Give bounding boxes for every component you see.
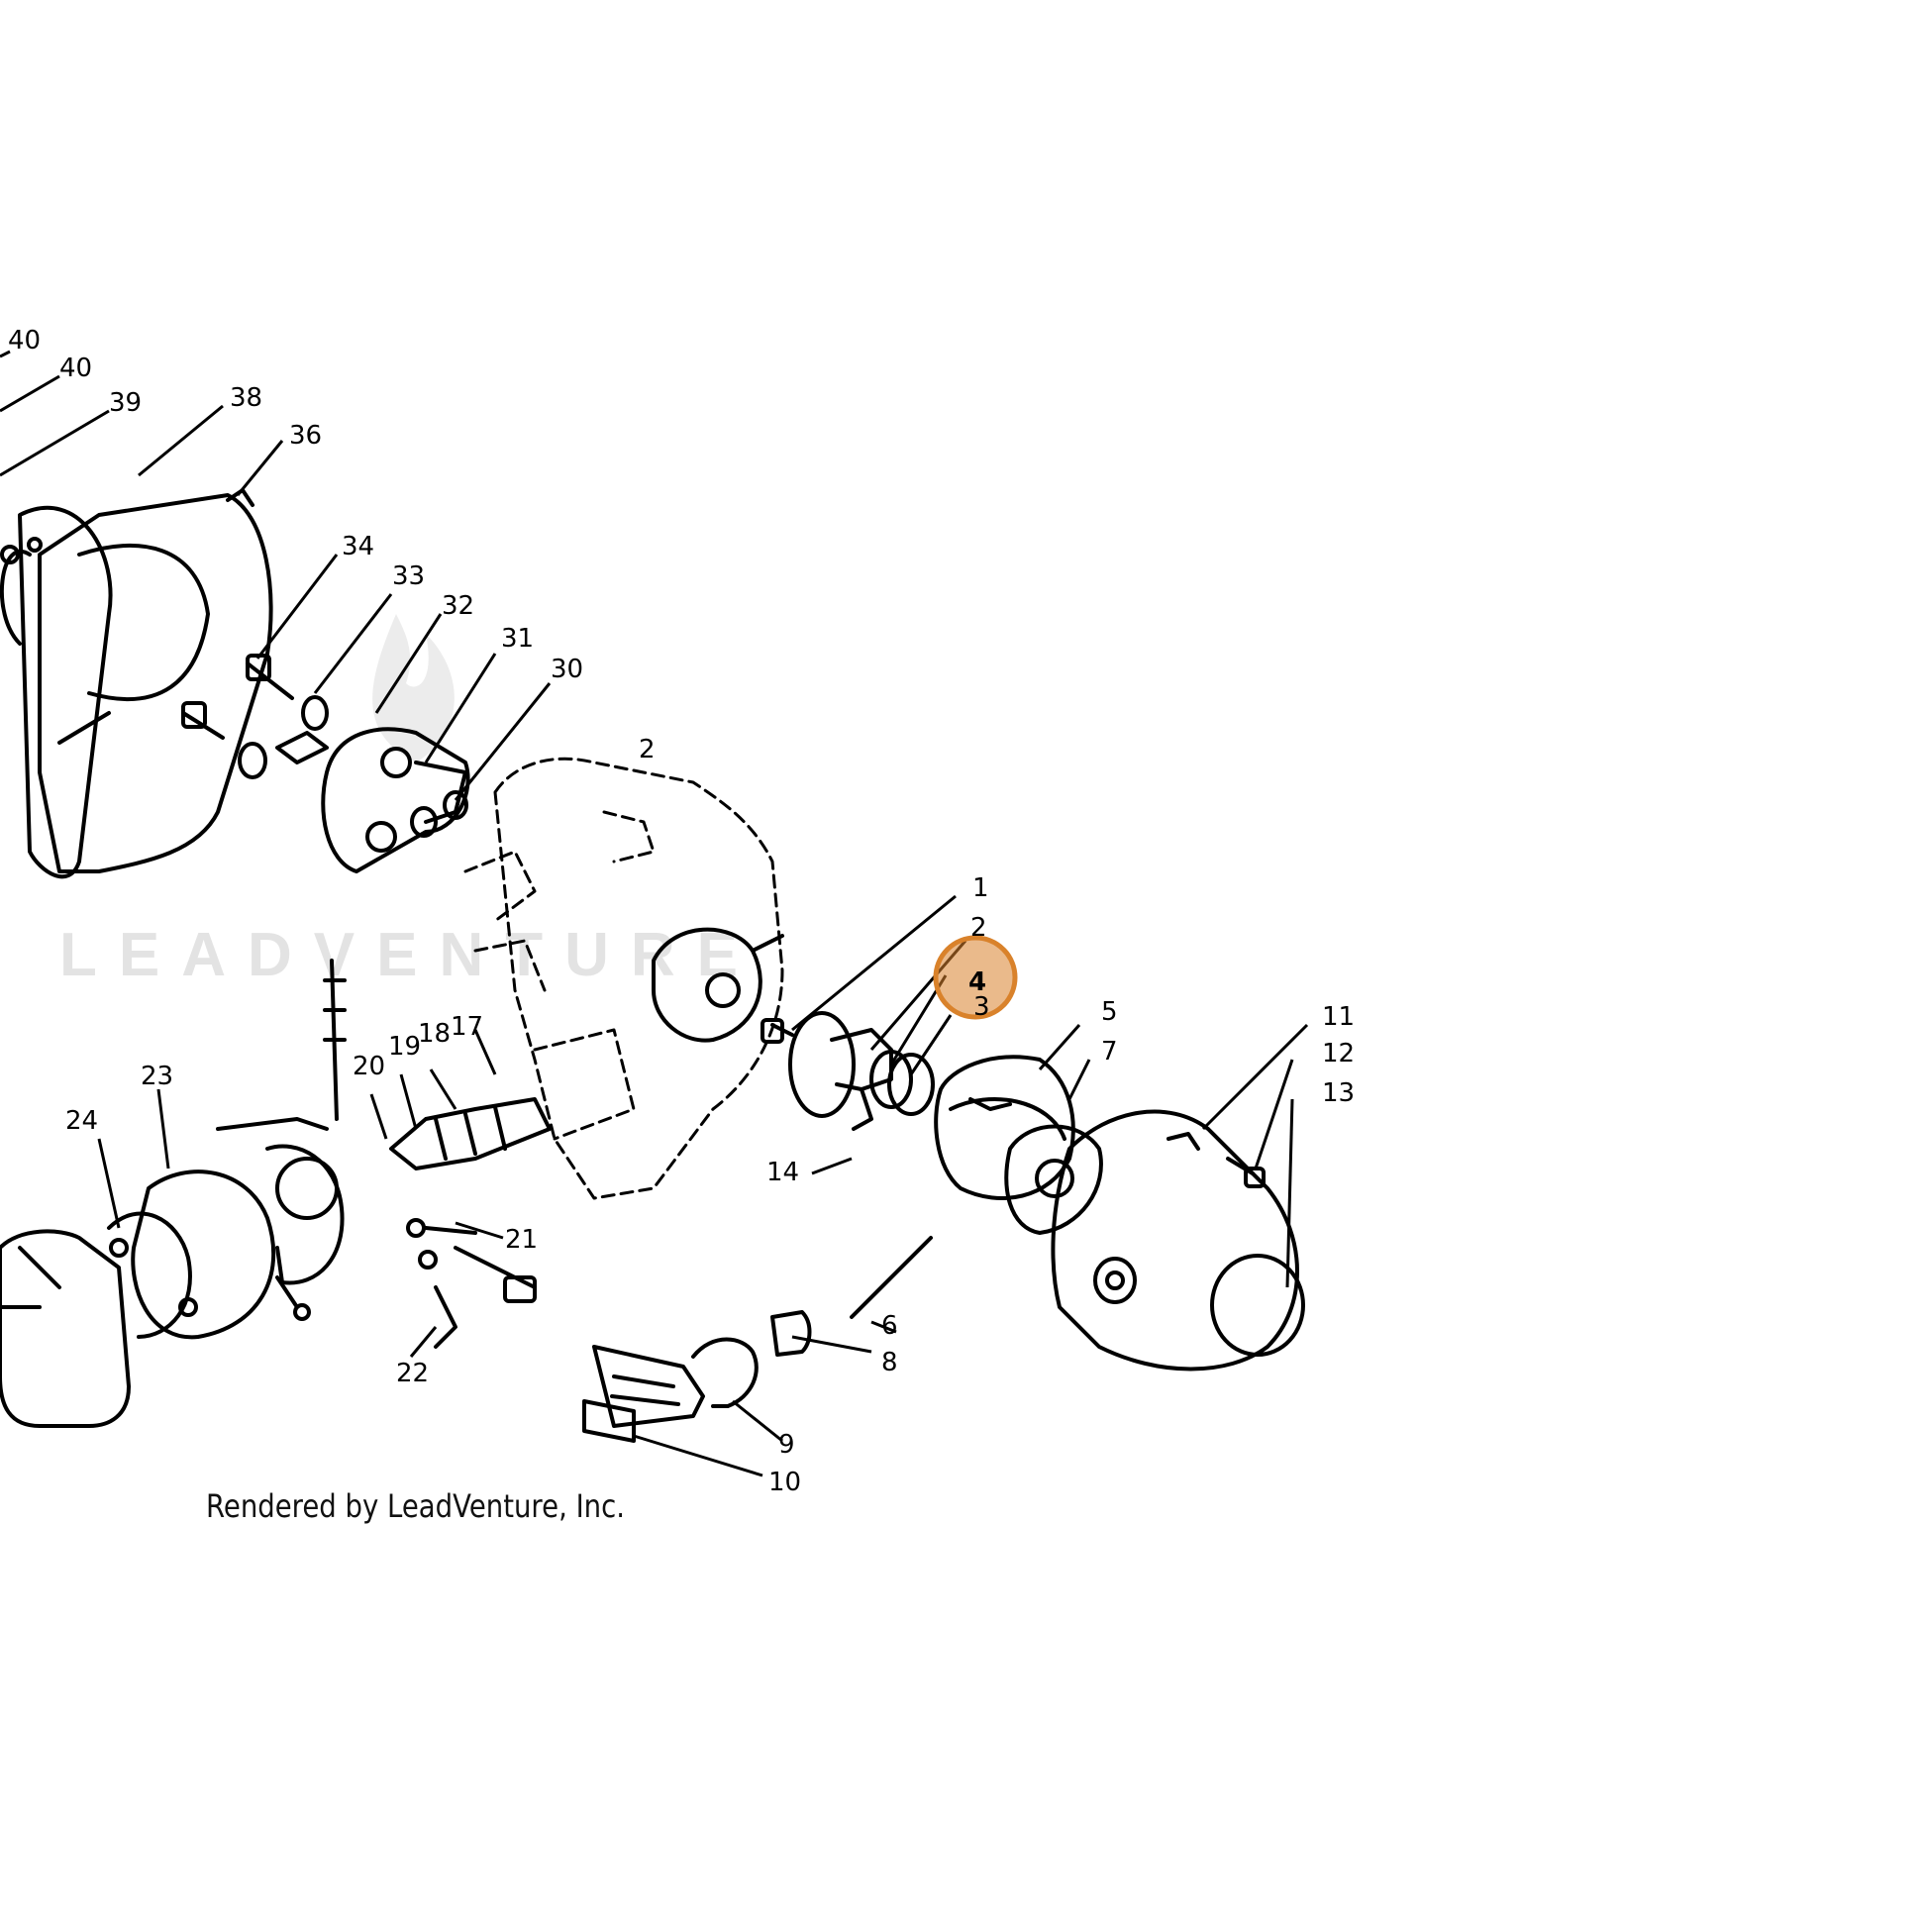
label-12: 12 — [1322, 1039, 1355, 1068]
label-6: 6 — [881, 1311, 898, 1341]
label-10: 10 — [768, 1468, 801, 1497]
label-17: 17 — [451, 1012, 483, 1042]
label-5: 5 — [1101, 997, 1118, 1027]
callout-labels: 40 40 39 38 36 34 33 32 31 30 2 1 2 4 3 … — [8, 326, 1355, 1497]
highlight-marker — [933, 935, 1018, 1020]
label-1: 1 — [972, 873, 989, 903]
bolts-drawing — [181, 654, 329, 779]
label-7: 7 — [1101, 1037, 1118, 1067]
label-22: 22 — [396, 1359, 429, 1388]
label-14: 14 — [766, 1158, 799, 1187]
fan-housing-drawing — [0, 488, 273, 879]
label-18: 18 — [418, 1019, 451, 1049]
recoil-starter-drawing — [582, 1011, 1305, 1443]
label-2b: 2 — [970, 913, 987, 943]
label-3: 3 — [973, 992, 990, 1022]
label-40a: 40 — [8, 326, 41, 356]
engine-block-drawing — [463, 757, 784, 1200]
label-32: 32 — [442, 591, 474, 621]
label-9: 9 — [778, 1430, 795, 1460]
carburetor-drawing — [216, 959, 552, 1349]
watermark: LEADVENTURE — [59, 614, 760, 989]
label-2a: 2 — [639, 735, 656, 764]
label-40b: 40 — [59, 354, 92, 383]
leader-lines — [0, 350, 1309, 1477]
label-4: 4 — [968, 967, 986, 997]
label-24: 24 — [65, 1106, 98, 1136]
label-38: 38 — [230, 383, 262, 413]
label-39: 39 — [109, 388, 142, 418]
label-20: 20 — [353, 1052, 385, 1081]
label-19: 19 — [388, 1032, 421, 1062]
air-filter-drawing — [0, 1169, 276, 1428]
label-13: 13 — [1322, 1078, 1355, 1108]
credit-text: Rendered by LeadVenture, Inc. — [206, 1487, 625, 1525]
label-21: 21 — [505, 1225, 538, 1255]
label-31: 31 — [501, 624, 534, 654]
label-23: 23 — [141, 1062, 173, 1091]
label-33: 33 — [392, 561, 425, 591]
label-11: 11 — [1322, 1002, 1355, 1032]
label-30: 30 — [551, 655, 583, 684]
label-34: 34 — [342, 532, 374, 561]
label-36: 36 — [289, 421, 322, 451]
watermark-text: LEADVENTURE — [59, 921, 760, 989]
flywheel-hub-drawing — [652, 927, 784, 1043]
ignition-coil-drawing — [321, 727, 470, 873]
label-8: 8 — [881, 1348, 898, 1377]
